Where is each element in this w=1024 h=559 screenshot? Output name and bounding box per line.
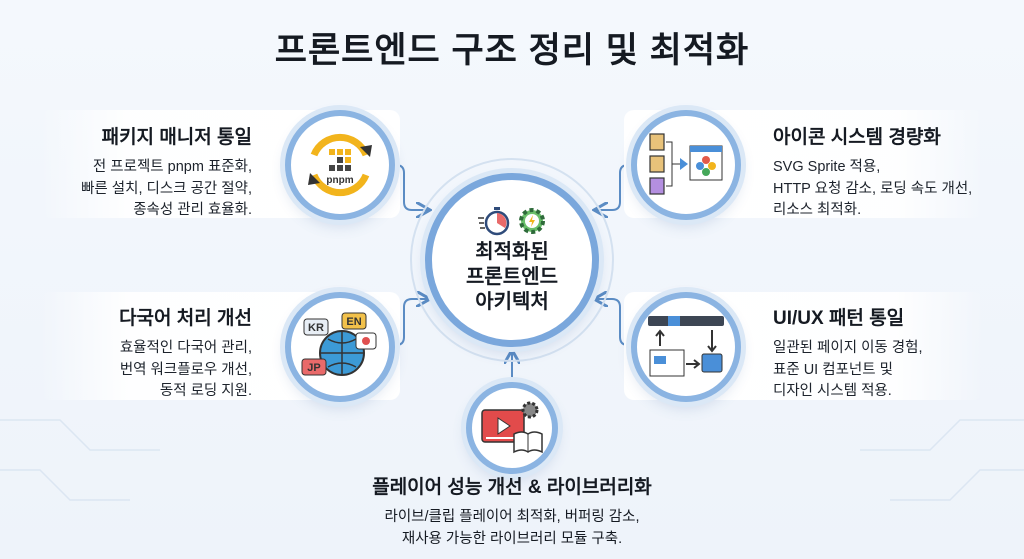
item-line: 빠른 설치, 디스크 공간 절약,: [81, 180, 252, 197]
item-line: 종속성 관리 효율화.: [133, 202, 252, 218]
center-line: 최적화된: [475, 240, 549, 263]
item-title: 아이콘 시스템 경량화: [773, 127, 941, 148]
gear-lightning-icon: [519, 207, 545, 234]
globe-language-icon: KR EN JP: [285, 292, 395, 402]
center-hub: 최적화된 프론트엔드 아키텍처: [425, 173, 599, 347]
connector-bottom-left: [395, 299, 428, 346]
tag-en: EN: [346, 316, 361, 328]
center-line: 아키텍처: [475, 290, 549, 313]
item-line: HTTP 요청 감소, 로딩 속도 개선,: [773, 180, 973, 197]
item-ui-ux: UI/UX 패턴 통일 일관된 페이지 이동 경험, 표준 UI 컴포넌트 및 …: [773, 303, 1024, 403]
item-title: 다국어 처리 개선: [119, 308, 252, 329]
item-line: 디자인 시스템 적용.: [773, 383, 892, 399]
center-icons: [477, 206, 547, 236]
tag-jp: JP: [307, 362, 320, 374]
item-title: 패키지 매니저 통일: [101, 127, 252, 148]
center-line: 프론트엔드: [466, 265, 558, 288]
pnpm-label: pnpm: [326, 175, 353, 186]
item-line: 라이브/클립 플레이어 최적화, 버퍼링 감소,: [384, 509, 640, 525]
connector-top-left: [395, 164, 428, 210]
tag-kr: KR: [308, 322, 324, 334]
pnpm-icon: pnpm: [285, 110, 395, 220]
center-label: 최적화된 프론트엔드 아키텍처: [466, 240, 558, 315]
item-line: 동적 로딩 지원.: [159, 383, 252, 399]
item-icon-system: 아이콘 시스템 경량화 SVG Sprite 적용, HTTP 요청 감소, 로…: [773, 122, 1024, 222]
item-line: 일관된 페이지 이동 경험,: [773, 340, 923, 356]
item-title: UI/UX 패턴 통일: [773, 308, 905, 329]
item-line: 번역 워크플로우 개선,: [119, 361, 252, 378]
connector-top-right: [596, 164, 629, 210]
item-line: 전 프로젝트 pnpm 표준화,: [92, 159, 252, 175]
item-line: 리소스 최적화.: [773, 202, 862, 218]
connector-bottom-right: [596, 299, 629, 346]
item-title: 플레이어 성능 개선 & 라이브러리화: [372, 477, 652, 498]
center-outer-ring: [410, 158, 614, 362]
item-package-manager: 패키지 매니저 통일 전 프로젝트 pnpm 표준화, 빠른 설치, 디스크 공…: [0, 122, 252, 222]
item-line: SVG Sprite 적용,: [773, 159, 881, 175]
stopwatch-icon: [478, 206, 510, 235]
video-player-library-icon: [466, 382, 558, 474]
item-line: 효율적인 다국어 관리,: [119, 340, 252, 356]
item-line: 표준 UI 컴포넌트 및: [773, 361, 893, 378]
item-player: 플레이어 성능 개선 & 라이브러리화 라이브/클립 플레이어 최적화, 버퍼링…: [312, 472, 712, 550]
svg-sprite-icon: [631, 110, 741, 220]
item-line: 재사용 가능한 라이브러리 모듈 구축.: [401, 530, 623, 547]
page-title: 프론트엔드 구조 정리 및 최적화: [274, 31, 750, 70]
ui-pattern-icon: [631, 292, 741, 402]
item-i18n: 다국어 처리 개선 효율적인 다국어 관리, 번역 워크플로우 개선, 동적 로…: [0, 303, 252, 403]
